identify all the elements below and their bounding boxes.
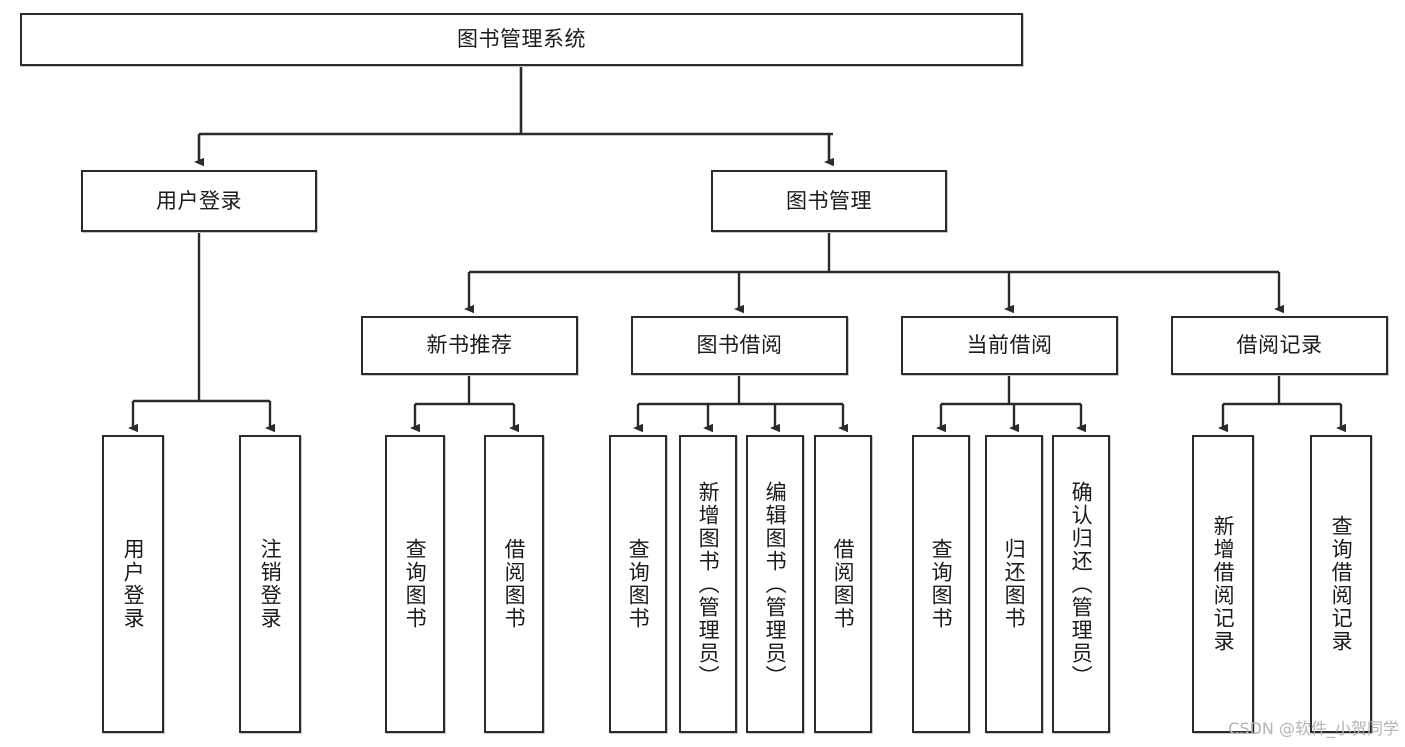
node-leaf-query-book-current-label: 查询图书 — [929, 538, 954, 630]
connector-user-login-to-leaves — [128, 232, 275, 433]
node-leaf-query-book-borrow-label: 查询图书 — [626, 538, 651, 630]
node-book-management[interactable]: 图书管理 — [711, 170, 947, 232]
node-leaf-borrow-book-borrow-label: 借阅图书 — [831, 538, 856, 630]
connector-new-book-recommend-to-leaves — [410, 375, 519, 433]
node-leaf-confirm-return-admin[interactable]: 确认归还（管理员） — [1052, 435, 1110, 733]
node-leaf-query-borrow-record-label: 查询借阅记录 — [1329, 515, 1354, 653]
node-borrow-records[interactable]: 借阅记录 — [1171, 316, 1388, 375]
node-leaf-query-book-recommend-label: 查询图书 — [403, 538, 428, 630]
node-user-login[interactable]: 用户登录 — [81, 170, 317, 232]
connector-book-management-to-level3 — [464, 232, 1284, 314]
node-leaf-edit-book-admin-label: 编辑图书（管理员） — [763, 480, 788, 688]
node-current-borrow-label: 当前借阅 — [966, 333, 1053, 358]
node-book-borrow[interactable]: 图书借阅 — [631, 316, 848, 375]
node-current-borrow[interactable]: 当前借阅 — [901, 316, 1118, 375]
node-borrow-records-label: 借阅记录 — [1236, 333, 1323, 358]
connector-current-borrow-to-leaves — [936, 375, 1086, 433]
node-leaf-return-book-label: 归还图书 — [1002, 538, 1027, 630]
connector-root-to-level2 — [194, 66, 834, 167]
node-user-login-label: 用户登录 — [156, 188, 242, 213]
node-leaf-query-book-current[interactable]: 查询图书 — [912, 435, 970, 733]
node-root[interactable]: 图书管理系统 — [20, 13, 1023, 66]
node-leaf-user-login-label: 用户登录 — [121, 538, 146, 630]
watermark: CSDN @软件_小贺同学 — [1228, 719, 1399, 738]
node-leaf-query-borrow-record[interactable]: 查询借阅记录 — [1310, 435, 1372, 733]
node-book-management-label: 图书管理 — [786, 188, 872, 213]
connector-borrow-records-to-leaves — [1218, 375, 1346, 433]
node-leaf-borrow-book-borrow[interactable]: 借阅图书 — [814, 435, 872, 733]
node-leaf-user-login[interactable]: 用户登录 — [102, 435, 164, 733]
node-leaf-logout-label: 注销登录 — [258, 538, 283, 630]
node-root-label: 图书管理系统 — [457, 27, 586, 52]
connector-book-borrow-to-leaves — [633, 375, 848, 433]
node-leaf-query-book-borrow[interactable]: 查询图书 — [609, 435, 667, 733]
node-leaf-borrow-book-recommend-label: 借阅图书 — [502, 538, 527, 630]
node-new-book-recommend[interactable]: 新书推荐 — [361, 316, 578, 375]
node-book-borrow-label: 图书借阅 — [696, 333, 783, 358]
node-leaf-logout[interactable]: 注销登录 — [239, 435, 301, 733]
node-leaf-add-borrow-record[interactable]: 新增借阅记录 — [1192, 435, 1254, 733]
node-leaf-add-book-admin-label: 新增图书（管理员） — [696, 480, 721, 688]
node-leaf-query-book-recommend[interactable]: 查询图书 — [385, 435, 445, 733]
node-leaf-confirm-return-admin-label: 确认归还（管理员） — [1069, 480, 1094, 688]
node-leaf-edit-book-admin[interactable]: 编辑图书（管理员） — [746, 435, 804, 733]
node-leaf-return-book[interactable]: 归还图书 — [985, 435, 1043, 733]
node-new-book-recommend-label: 新书推荐 — [426, 333, 513, 358]
node-leaf-add-book-admin[interactable]: 新增图书（管理员） — [679, 435, 737, 733]
node-leaf-borrow-book-recommend[interactable]: 借阅图书 — [484, 435, 544, 733]
node-leaf-add-borrow-record-label: 新增借阅记录 — [1211, 515, 1236, 653]
